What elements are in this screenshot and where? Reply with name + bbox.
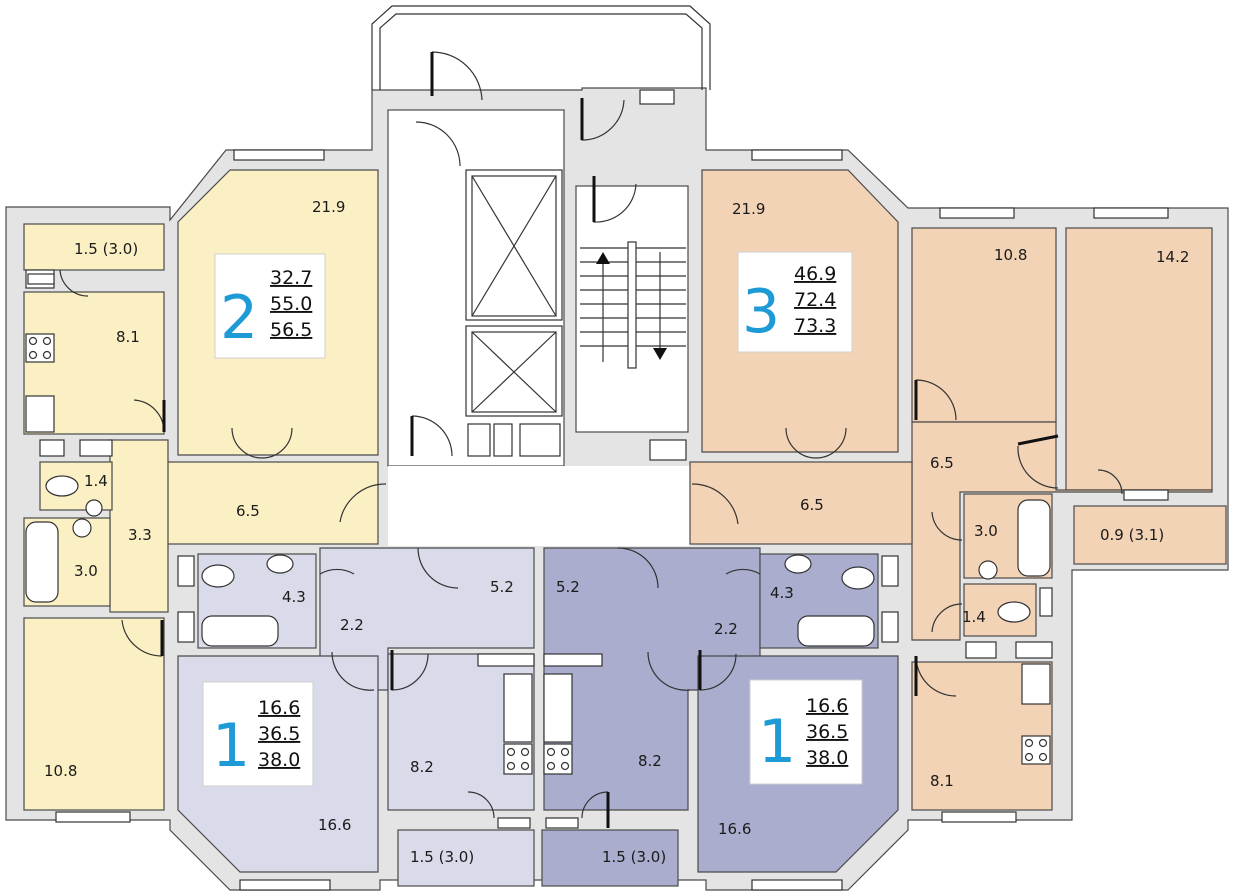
apartment-3	[689, 169, 1227, 811]
building-core	[387, 51, 690, 546]
a1r-balcony-room	[541, 829, 679, 887]
label-a3-room1: 10.8	[994, 246, 1027, 264]
label-a2-bath: 3.0	[74, 562, 98, 580]
label-a2-balcony: 1.5 (3.0)	[74, 240, 138, 258]
arrow-up-icon	[596, 252, 610, 264]
label-a3-hall: 6.5	[930, 454, 954, 472]
label-a1l-bath: 4.3	[282, 588, 306, 606]
label-a2-kitchen: 8.1	[116, 328, 140, 346]
label-a1l-hall: 2.2	[340, 616, 364, 634]
toilet-icon	[841, 566, 875, 590]
a2-bedroom-room	[23, 617, 165, 811]
room-labels: 21.9 1.5 (3.0) 8.1 1.4 6.5 3.3 3.0 10.8 …	[44, 198, 1189, 866]
apartment-number: 3	[742, 277, 780, 347]
label-a1r-living: 16.6	[718, 820, 751, 838]
washbasin-icon	[784, 554, 812, 574]
label-a3-room2: 14.2	[1156, 248, 1189, 266]
washbasin-icon	[978, 560, 998, 580]
a2-corridor-room	[109, 439, 169, 613]
apartment-number: 1	[212, 711, 250, 781]
a3-hall-room	[911, 421, 1213, 641]
area-gross: 38.0	[806, 747, 848, 769]
toilet-icon	[997, 601, 1031, 623]
bathtub-icon	[797, 615, 875, 647]
label-a1l-balcony: 1.5 (3.0)	[410, 848, 474, 866]
sink-icon	[25, 395, 55, 433]
toilet-icon	[45, 475, 79, 497]
area-total: 55.0	[270, 293, 312, 315]
sink-icon	[543, 673, 573, 743]
a3-room2-room	[1065, 227, 1213, 491]
label-a3-balcony: 0.9 (3.1)	[1100, 526, 1164, 544]
label-a1r-kitchen: 8.2	[638, 752, 662, 770]
a3-room1-room	[911, 227, 1057, 423]
bathtub-icon	[25, 521, 59, 603]
area-living: 16.6	[258, 697, 300, 719]
a2-balcony-room	[23, 223, 165, 271]
label-a1r-corridor: 5.2	[556, 578, 580, 596]
label-a2-wc: 1.4	[84, 472, 108, 490]
area-gross: 56.5	[270, 319, 312, 341]
apartment-1-right-info: 1 16.6 36.5 38.0	[749, 679, 863, 785]
stove-icon	[543, 743, 573, 775]
label-a2-hall: 6.5	[236, 502, 260, 520]
label-a3-wc: 1.4	[962, 608, 986, 626]
label-a1r-balcony: 1.5 (3.0)	[602, 848, 666, 866]
label-a2-corridor: 3.3	[128, 526, 152, 544]
stove-icon	[503, 743, 533, 775]
sink-icon	[1021, 663, 1051, 705]
label-a3-bath: 3.0	[974, 522, 998, 540]
washbasin-icon	[266, 554, 294, 574]
windows	[27, 89, 1169, 891]
sink-icon	[503, 673, 533, 743]
label-a1r-bath: 4.3	[770, 584, 794, 602]
a3-hall2-room	[689, 461, 913, 545]
label-a1l-living: 16.6	[318, 816, 351, 834]
a3-balcony-room	[1073, 505, 1227, 565]
area-total: 72.4	[794, 289, 836, 311]
label-a1r-hall: 2.2	[714, 620, 738, 638]
area-living: 46.9	[794, 263, 836, 285]
label-a3-kitchen: 8.1	[930, 772, 954, 790]
label-a2-living: 21.9	[312, 198, 345, 216]
arrow-down-icon	[653, 348, 667, 360]
toilet-icon	[201, 564, 235, 588]
label-a1l-corridor: 5.2	[490, 578, 514, 596]
area-living: 16.6	[806, 695, 848, 717]
label-a2-bedroom: 10.8	[44, 762, 77, 780]
area-gross: 38.0	[258, 749, 300, 771]
apartment-1-left-info: 1 16.6 36.5 38.0	[202, 681, 314, 787]
bathtub-icon	[1017, 499, 1051, 577]
bathtub-icon	[201, 615, 279, 647]
apartment-number: 1	[758, 707, 796, 777]
apartment-number: 2	[220, 283, 258, 353]
apartment-3-info: 3 46.9 72.4 73.3	[737, 251, 853, 353]
apartment-2-info: 2 32.7 55.0 56.5	[214, 253, 326, 359]
area-total: 36.5	[258, 723, 300, 745]
area-total: 36.5	[806, 721, 848, 743]
washbasin-icon	[85, 499, 103, 517]
area-gross: 73.3	[794, 315, 836, 337]
area-living: 32.7	[270, 267, 312, 289]
label-a3-living: 21.9	[732, 200, 765, 218]
washbasin-icon	[72, 518, 92, 538]
staircase	[580, 241, 686, 369]
label-a1l-kitchen: 8.2	[410, 758, 434, 776]
a1l-balcony-room	[397, 829, 535, 887]
label-a3-hall2: 6.5	[800, 496, 824, 514]
